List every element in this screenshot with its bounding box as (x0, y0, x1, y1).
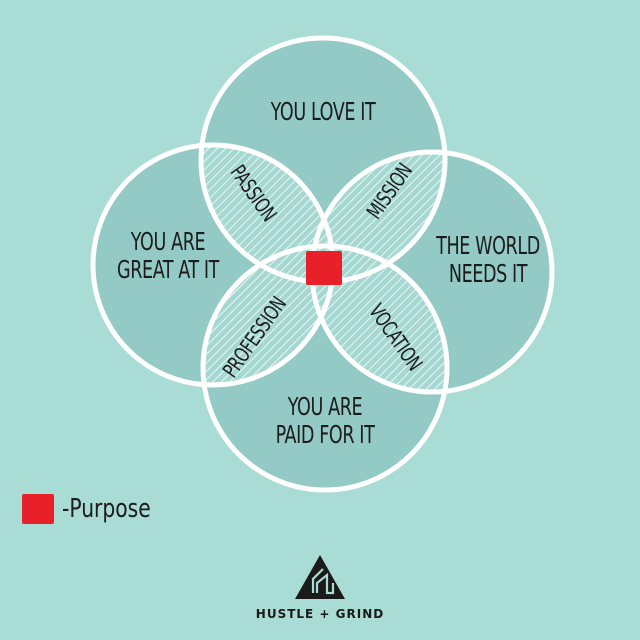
label-paid-line2: paid for it (275, 419, 375, 449)
triangle-hg-logo-icon (295, 555, 345, 599)
label-great-at-it: You are great at it (106, 228, 231, 283)
legend-label: -Purpose (62, 494, 151, 524)
brand-name: HUSTLE + GRIND (255, 607, 385, 621)
legend: -Purpose (22, 494, 176, 524)
purpose-square-icon (306, 251, 342, 285)
label-paid-line1: You are (287, 392, 363, 421)
label-you-love-it: You love it (270, 97, 376, 126)
label-world-line2: needs it (448, 258, 528, 288)
label-great-line2: great at it (116, 254, 219, 284)
label-world-line1: The world (436, 231, 540, 260)
brand: HUSTLE + GRIND (240, 553, 400, 621)
label-great-line1: You are (130, 227, 206, 256)
label-world-needs-it: The world needs it (426, 232, 551, 287)
purpose-swatch-icon (22, 494, 54, 524)
label-paid-for-it: You are paid for it (263, 393, 388, 448)
